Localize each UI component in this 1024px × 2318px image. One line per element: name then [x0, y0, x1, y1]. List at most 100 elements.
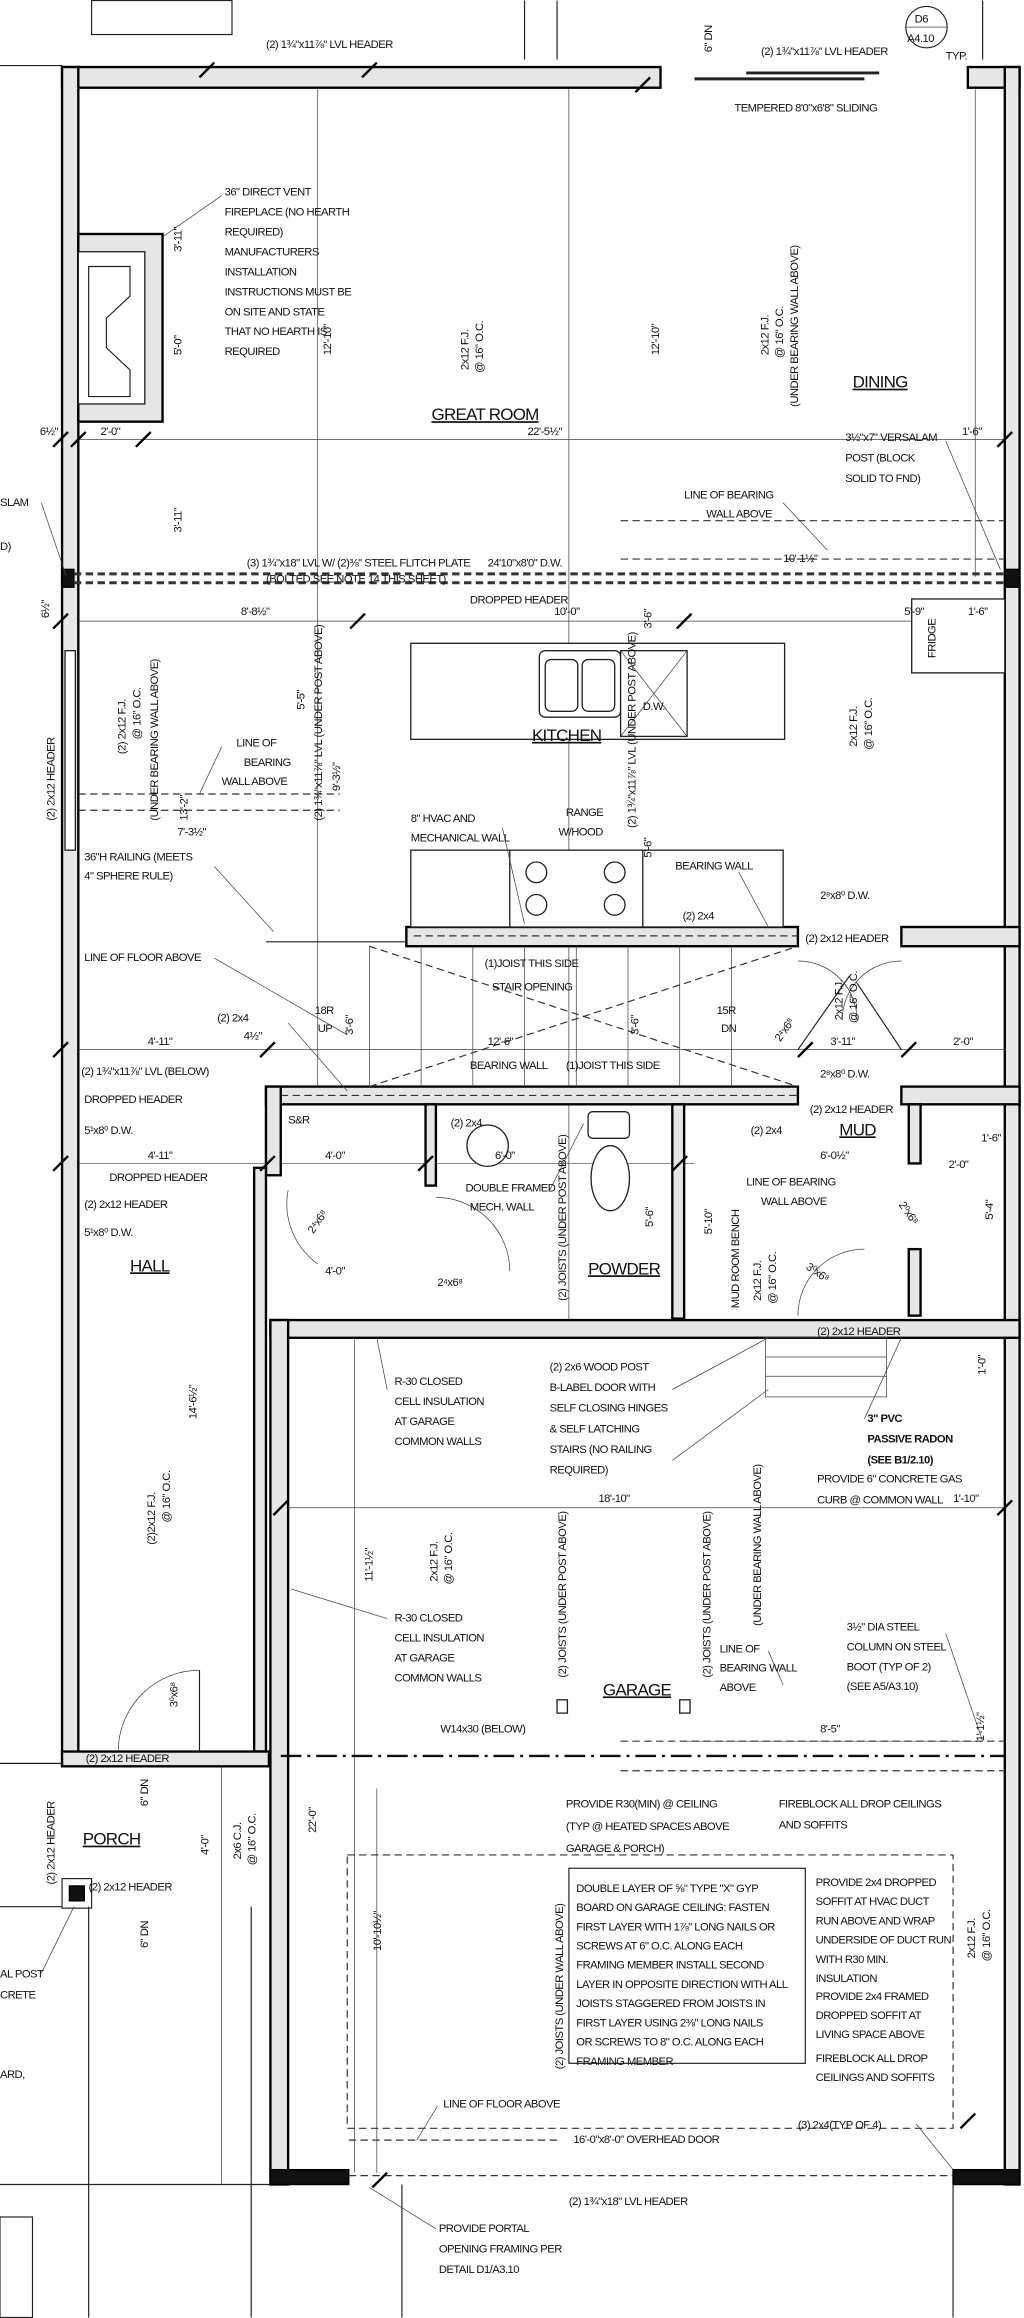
dimension: 22'-5½": [528, 426, 563, 438]
dimension-ticks: [52, 61, 1014, 2189]
header-label: (2) 1¾"x11⅞" LVL (BELOW): [81, 1066, 209, 1078]
header-label: DROPPED HEADER: [470, 594, 569, 606]
framing-label: @ 16" O.C.: [443, 1532, 455, 1584]
framing-label: (2) JOISTS (UNDER WALL ABOVE): [554, 1903, 566, 2069]
door-size: 3⁰x6⁸: [804, 1261, 832, 1285]
header-label: (2) 2x12 HEADER: [86, 1753, 170, 1765]
note-r30-ceiling: PROVIDE R30(MIN) @ CEILING(TYP @ HEATED …: [566, 1799, 729, 1855]
sliding-door[interactable]: [694, 71, 880, 81]
beams: [73, 520, 1005, 2177]
powder-fixtures: [466, 1111, 631, 1212]
dimension: 12'-10": [322, 323, 334, 355]
framing-label: 2x12 F.J.: [428, 1541, 440, 1582]
doors[interactable]: [117, 960, 902, 1752]
stair-wall: [405, 925, 800, 948]
framing-label: 2x12 F.J.: [833, 979, 845, 1020]
framing-label: (UNDER BEARING WALL ABOVE): [789, 245, 801, 407]
header-label: DROPPED HEADER: [84, 1094, 183, 1106]
header-label: 5¹x8⁰ D.W.: [84, 1125, 133, 1137]
framing-label: 2x12 F.J.: [759, 315, 771, 356]
dimension: 4'-11": [148, 1036, 173, 1048]
stairs: [265, 941, 799, 1088]
room-mud: MUD: [839, 1120, 876, 1139]
left-exterior-wall: [60, 65, 80, 1768]
dimension: 2'-0": [949, 1159, 969, 1171]
steel-column-1: [556, 1699, 569, 1714]
dimension: 3'-11": [830, 1036, 855, 1048]
note-floor-above-garage: LINE OF FLOOR ABOVE: [443, 2099, 560, 2111]
framing-label: (2) JOISTS (UNDER POST ABOVE): [702, 1511, 714, 1678]
framing-label: BEARING WALL: [470, 1060, 548, 1072]
dimension: 6½": [40, 426, 59, 438]
dimension: 3'-11": [173, 507, 185, 532]
framing-label: @ 16" O.C.: [863, 697, 875, 749]
dimension: 3'-6": [643, 608, 655, 628]
header-label: TEMPERED 8'0"x6'8" SLIDING: [734, 102, 877, 114]
header-label: 2⁸x8⁰ D.W.: [820, 1069, 870, 1081]
detail-typ: TYP.: [946, 51, 968, 63]
dimension: 5'-9": [904, 606, 924, 618]
garage-left-wall: [269, 1318, 290, 2186]
fridge-label: FRIDGE: [926, 619, 938, 658]
right-exterior-wall: [1003, 65, 1021, 2186]
dimension: 6'-0½": [820, 1150, 849, 1162]
garage-stair: [765, 1337, 887, 1398]
framing-label: (2) JOISTS (UNDER POST ABOVE): [557, 1134, 569, 1301]
framing-label: 2x12 F.J.: [459, 329, 471, 370]
framing-label: @ 16" O.C.: [981, 1909, 993, 1961]
door-size: 2⁴x6⁸: [773, 1016, 798, 1044]
room-storage: S&R: [288, 1115, 310, 1127]
header-label: 5¹x8⁰ D.W.: [84, 1227, 133, 1239]
steel-column-2: [679, 1699, 691, 1714]
framing-label: @ 16" O.C.: [474, 321, 486, 373]
framing-label: 2x12 F.J.: [752, 1260, 764, 1301]
dishwasher-label: D.W.: [643, 701, 666, 713]
header-labels: (2) 1¾"x11⅞" LVL HEADER (2) 1¾"x11⅞" LVL…: [46, 39, 902, 2208]
fridge: [911, 598, 1006, 674]
dimension: 1'-6": [968, 606, 988, 618]
step-down-label: 6" DN: [703, 25, 715, 52]
dimension: 4'-0": [325, 1265, 345, 1277]
dimension: 10'-10½": [372, 1910, 384, 1951]
dimension: 8'-5": [820, 1723, 840, 1735]
header-label: (2) 2x12 HEADER: [810, 1104, 894, 1116]
framing-label: BEARING WALL: [675, 860, 753, 872]
dimension-labels: 3'-11" 5'-0" 12'-10" 12'-10" 6½" 2'-0" 2…: [40, 227, 1002, 1951]
header-label: 16'-0"x8'-0" OVERHEAD DOOR: [573, 2134, 719, 2146]
stair-riser-count: 18R: [315, 1005, 334, 1017]
room-kitchen: KITCHEN: [532, 726, 601, 745]
stair-opening-label: STAIR OPENING: [492, 982, 572, 994]
framing-label: (3) 2x4(TYP OF 4): [798, 2119, 882, 2131]
soffit-outline: [346, 1854, 954, 2129]
header-label: (2) 1¾"x18" LVL HEADER: [569, 2196, 688, 2208]
range: [509, 849, 644, 928]
dimension: 4'-11": [148, 1150, 173, 1162]
dimension: 5'-6": [644, 1207, 656, 1227]
dimension: 1'-6": [981, 1132, 1001, 1144]
detail-bubble[interactable]: D6 A4.10 TYP.: [905, 5, 968, 63]
header-label: 24'10"x8'0" D.W.: [488, 557, 563, 569]
dimension: 3'-11": [173, 227, 185, 252]
stair-riser-count: 15R: [717, 1005, 736, 1017]
dimension: 11'-1½": [363, 1548, 375, 1582]
room-porch: PORCH: [83, 1830, 141, 1849]
dimension: 4'-0": [325, 1150, 345, 1162]
walls: [60, 65, 1021, 2186]
step-down-label: 6" DN: [139, 1921, 151, 1948]
bench-label: MUD ROOM BENCH: [730, 1209, 742, 1308]
header-label: 2⁸x8⁰ D.W.: [820, 890, 870, 902]
framing-label: @ 16" O.C.: [848, 971, 860, 1023]
